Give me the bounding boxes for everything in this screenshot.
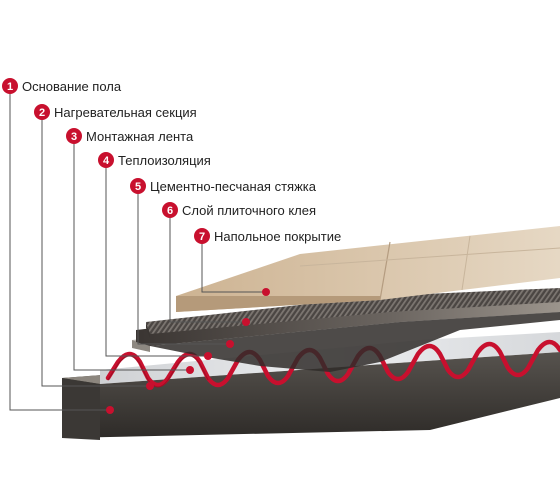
leader-line-5 — [137, 186, 230, 345]
badge-number: 2 — [39, 107, 45, 119]
leader-line-3 — [73, 136, 190, 371]
number-badge — [98, 152, 114, 168]
leader-line-1 — [9, 86, 110, 411]
legend-item-6: 6 Слой плиточного клея — [162, 202, 316, 218]
leader-lines — [9, 86, 266, 411]
number-badge — [2, 78, 18, 94]
legend-item-5: 5 Цементно-песчаная стяжка — [130, 178, 317, 194]
badge-number: 6 — [167, 205, 173, 217]
endpoint-dot-4 — [204, 352, 212, 360]
badge-number: 3 — [71, 131, 77, 143]
leader-line-7 — [201, 236, 266, 293]
legend-item-2: 2 Нагревательная секция — [34, 104, 197, 120]
layer-label: Цементно-песчаная стяжка — [150, 179, 317, 194]
number-badge — [66, 128, 82, 144]
endpoint-dot-5 — [226, 340, 234, 348]
number-badge — [34, 104, 50, 120]
badge-number: 5 — [135, 181, 141, 193]
endpoint-dot-3 — [186, 366, 194, 374]
leader-line-4 — [105, 160, 208, 357]
endpoint-dots — [106, 288, 270, 414]
endpoint-dot-6 — [242, 318, 250, 326]
badge-number: 7 — [199, 231, 205, 243]
legend-item-3: 3 Монтажная лента — [66, 128, 194, 144]
layer-label: Напольное покрытие — [214, 229, 341, 244]
endpoint-dot-1 — [106, 406, 114, 414]
badge-number: 1 — [7, 81, 13, 93]
layer-label: Слой плиточного клея — [182, 203, 316, 218]
legend-item-1: 1 Основание пола — [2, 78, 122, 94]
leader-line-2 — [41, 112, 150, 387]
layer-label: Монтажная лента — [86, 129, 194, 144]
leader-line-6 — [169, 210, 246, 323]
endpoint-dot-2 — [146, 382, 154, 390]
layer-label: Нагревательная секция — [54, 105, 197, 120]
legend-item-7: 7 Напольное покрытие — [194, 228, 341, 244]
number-badge — [162, 202, 178, 218]
layer-floor-covering — [176, 226, 560, 312]
badge-number: 4 — [103, 155, 110, 167]
number-badge — [130, 178, 146, 194]
layer-label: Основание пола — [22, 79, 122, 94]
layer-label: Теплоизоляция — [118, 153, 211, 168]
legend-item-4: 4 Теплоизоляция — [98, 152, 211, 168]
endpoint-dot-7 — [262, 288, 270, 296]
number-badge — [194, 228, 210, 244]
